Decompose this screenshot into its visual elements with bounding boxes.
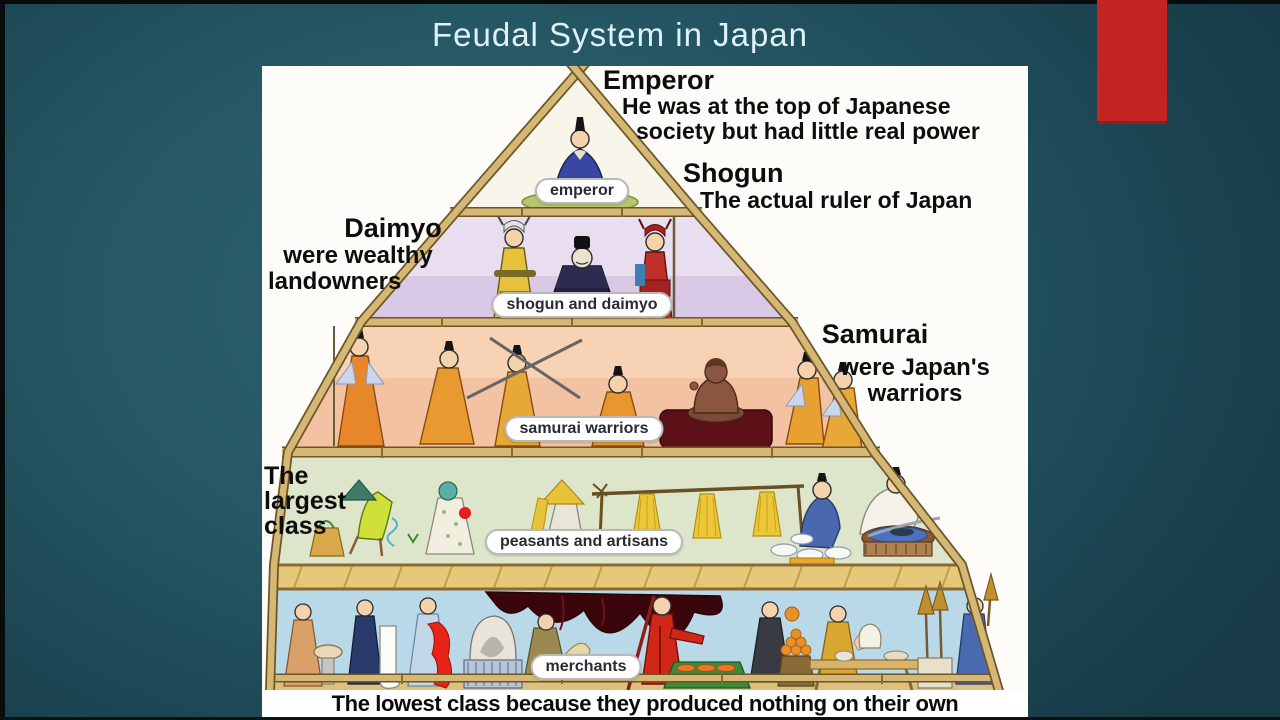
- merchant-scroll-figures: [347, 597, 452, 689]
- tier-label-shogun-daimyo: shogun and daimyo: [491, 292, 673, 318]
- broom-seller-figure: [917, 571, 999, 689]
- drying-rack-with-sheaves: [591, 483, 805, 541]
- tier-merchants-fill: [270, 589, 999, 678]
- emperor-desc-line2: society but had little real power: [636, 118, 980, 144]
- daimyo-desc-line2: landowners: [268, 268, 402, 296]
- bamboo-pyramid-edges: [265, 66, 1004, 696]
- tier-label-emperor: emperor: [534, 178, 630, 204]
- samurai-duel-pair: [419, 336, 583, 447]
- daimyo-desc-line1: were wealthy: [283, 242, 433, 270]
- frame-edge-left: [0, 0, 5, 720]
- slide-title: Feudal System in Japan: [431, 16, 809, 53]
- samurai-kneeling-right-pair: [785, 352, 863, 451]
- largest-class-annotation: The largest class: [264, 464, 346, 539]
- daimyo-annotation: Daimyo were wealthy landowners: [262, 213, 454, 296]
- swordsmith-figure: [859, 467, 941, 557]
- shogun-desc: The actual ruler of Japan: [700, 187, 973, 213]
- largest-class-line1: The: [264, 462, 309, 490]
- roof-band-hatching: [293, 565, 951, 589]
- daimyo-heading: Daimyo: [344, 213, 442, 243]
- frame-edge-bottom: [0, 717, 1280, 720]
- samurai-heading: Samurai: [821, 319, 929, 349]
- tier-label-peasants-artisans: peasants and artisans: [484, 529, 684, 555]
- emperor-desc-line1: He was at the top of Japanese: [622, 93, 951, 119]
- tier-label-merchants: merchants: [530, 654, 642, 680]
- red-accent-rectangle: [1097, 0, 1167, 124]
- frame-edge-top: [0, 0, 1280, 4]
- tier-label-samurai-warriors: samurai warriors: [504, 416, 664, 442]
- potter-blue-figure: [770, 473, 852, 566]
- peasant-planting-figure: [309, 479, 393, 557]
- feudal-pyramid-illustration: [265, 66, 1004, 696]
- bottom-note: The lowest class because they produced n…: [331, 690, 959, 716]
- shogun-heading: Shogun: [683, 158, 784, 188]
- samurai-desc-line2: warriors: [867, 380, 963, 408]
- samurai-annotation: Samurai were Japan's warriors: [802, 319, 1028, 408]
- largest-class-line2: largest: [264, 487, 346, 515]
- tier-merchants-roof-band: [271, 565, 971, 589]
- merchant-mortar-figure: [283, 603, 343, 687]
- kimono-peasant-figure: [425, 481, 475, 555]
- samurai-desc-line1: were Japan's: [840, 354, 990, 382]
- pyramid-image-panel: Emperor He was at the top of Japanese so…: [262, 65, 1028, 720]
- largest-class-line3: class: [264, 512, 327, 540]
- bottom-caption-bar: The lowest class because they produced n…: [262, 690, 1028, 720]
- emperor-heading: Emperor: [603, 65, 715, 95]
